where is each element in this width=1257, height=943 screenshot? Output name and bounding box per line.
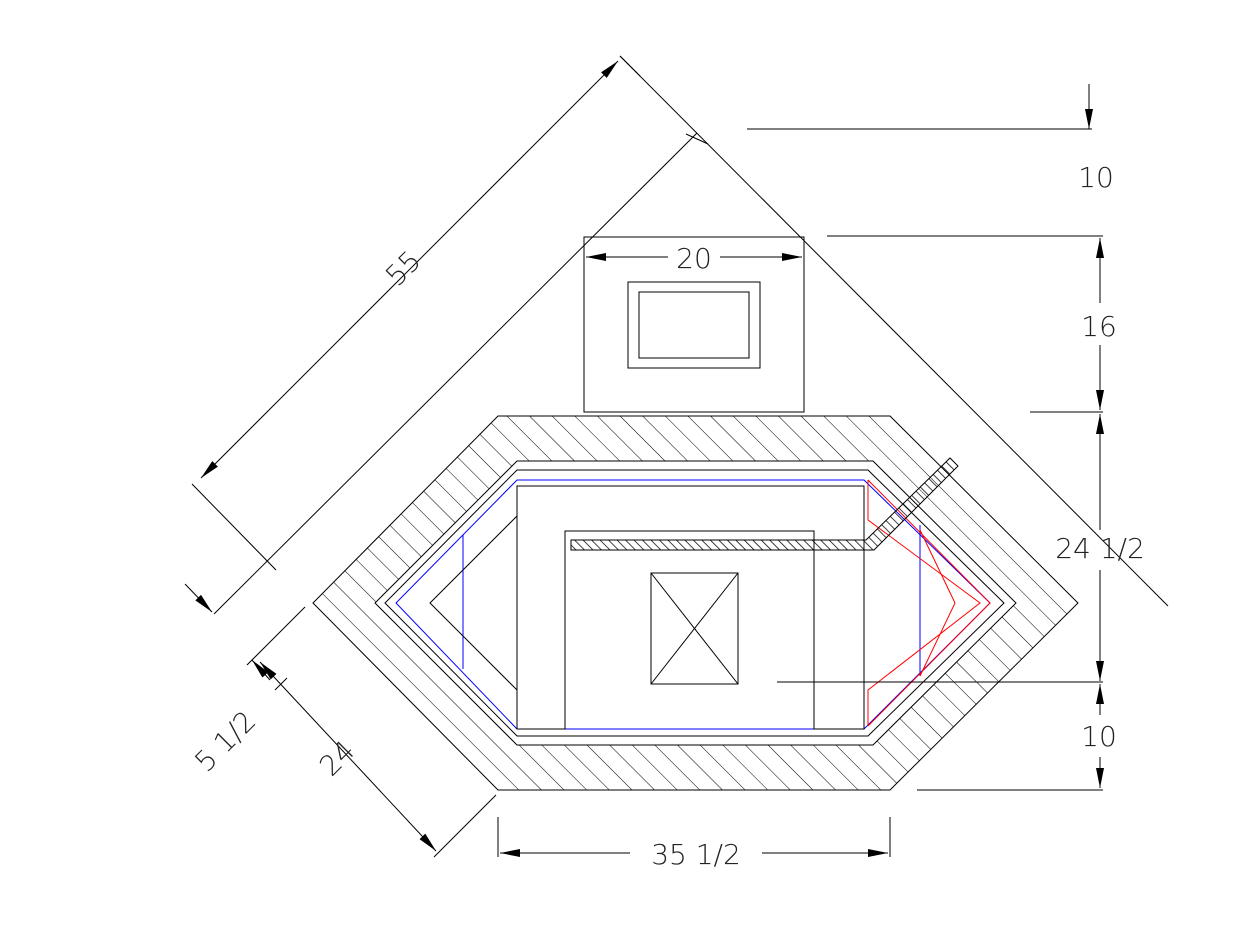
dim-small-diag — [184, 583, 213, 613]
dim-55h-label: 5 1/2 — [188, 704, 262, 778]
chimney-outer — [627, 281, 761, 369]
dim-24d-label: 24 — [313, 734, 362, 783]
dim-24d-line — [259, 661, 437, 852]
dim-ll-ext-2 — [433, 794, 497, 858]
damper-bar — [570, 457, 959, 551]
hatched-wall — [312, 415, 1079, 791]
dim-10-top-label: 10 — [1078, 161, 1114, 194]
corner-wall-right — [619, 55, 1169, 607]
dim-10-bot-label: 10 — [1081, 720, 1117, 753]
dim-55-ext-bot — [191, 483, 277, 571]
dim-ll-ext-1 — [246, 606, 306, 666]
corner-wall-tick — [685, 133, 709, 145]
red-outline — [867, 479, 991, 727]
chimney-inner — [638, 291, 750, 359]
dim-35-label: 35 1/2 — [651, 838, 741, 871]
dim-24h-label: 24 1/2 — [1055, 532, 1145, 565]
dim-20-label: 20 — [676, 242, 712, 275]
dim-55-line — [200, 60, 619, 479]
flue-x-2 — [650, 572, 739, 685]
dim-55-label: 55 — [379, 244, 428, 293]
dim-55-ext-top — [619, 55, 641, 77]
flue-box — [650, 572, 739, 685]
inner-hexagon — [384, 469, 1005, 737]
dim-16-label: 16 — [1081, 310, 1117, 343]
dim-20-label-bg — [668, 240, 720, 274]
dim-55h-arrow — [251, 659, 271, 681]
back-wall — [516, 485, 865, 730]
